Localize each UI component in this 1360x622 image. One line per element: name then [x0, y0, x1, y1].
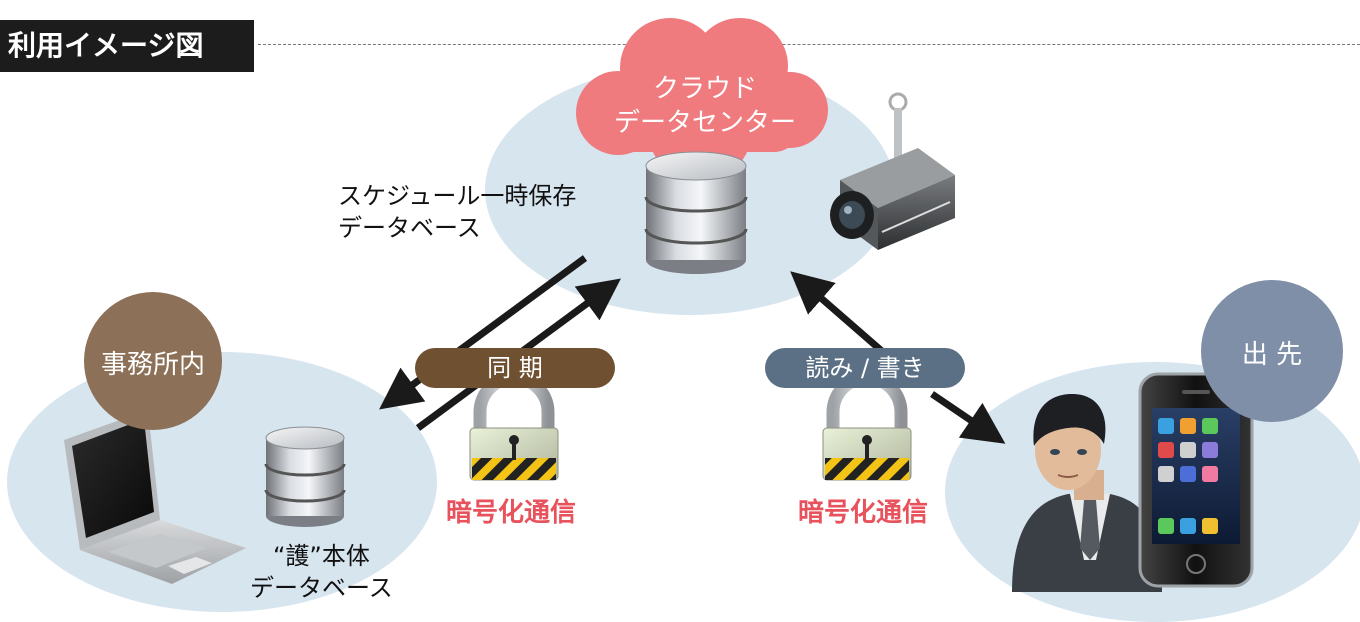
office-database-icon: [264, 426, 346, 527]
remote-label: 出 先: [1241, 340, 1303, 370]
cloud-label-line1: クラウド: [652, 74, 757, 104]
title-divider: [258, 44, 1360, 45]
office-db-label: “護”本体 データベース: [250, 540, 393, 604]
sync-pill: 同 期: [415, 348, 615, 388]
schedule-db-line1: スケジュール一時保存: [338, 182, 577, 210]
cloud-shape: [576, 18, 828, 182]
sync-lock-icon: [469, 371, 559, 481]
readwrite-arrow-down: [930, 391, 1006, 444]
cloud-label-line2: データセンター: [613, 108, 796, 138]
remote-label-circle: [1201, 280, 1343, 422]
office-db-line2: データベース: [250, 574, 393, 602]
diagram-title: 利用イメージ図: [0, 20, 254, 72]
readwrite-encryption-label: 暗号化通信: [798, 498, 929, 528]
smartphone-icon: [1138, 372, 1254, 588]
readwrite-lock-icon: [822, 371, 912, 481]
laptop-icon: [64, 410, 246, 584]
security-camera-icon: [830, 92, 955, 250]
office-db-line1: “護”本体: [272, 542, 370, 570]
schedule-db-line2: データベース: [338, 214, 481, 242]
businessman-icon: [1012, 394, 1162, 592]
cloud-database-icon: [644, 151, 748, 274]
office-label: 事務所内: [100, 350, 205, 380]
cloud-label: クラウド データセンター: [610, 72, 800, 140]
readwrite-pill: 読み / 書き: [765, 348, 965, 388]
sync-encryption-label: 暗号化通信: [446, 498, 577, 528]
schedule-db-label: スケジュール一時保存 データベース: [338, 180, 576, 244]
office-label-circle: [84, 292, 222, 430]
